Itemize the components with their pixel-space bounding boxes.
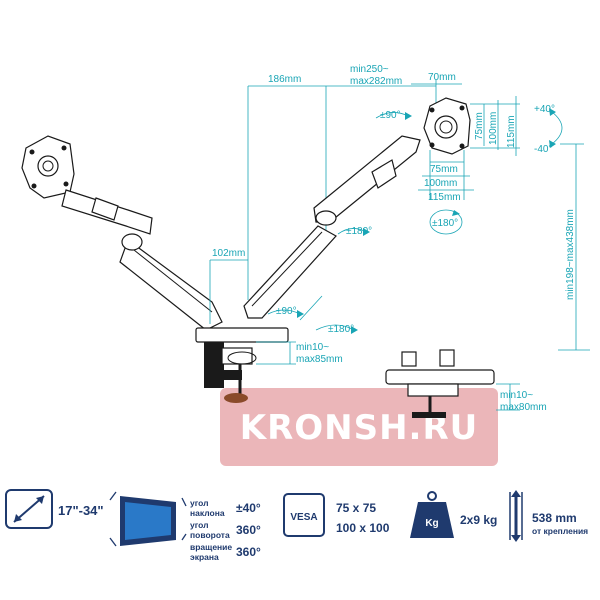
dim-100-vertical: 100mm bbox=[488, 112, 499, 145]
screen-size-value: 17"-34" bbox=[58, 503, 104, 518]
diagonal-arrow-icon bbox=[5, 489, 53, 529]
clamp2-min-label: min10~ bbox=[500, 390, 533, 401]
arm-left bbox=[21, 135, 223, 331]
rotate-label: вращение bbox=[190, 542, 232, 552]
rotate-180-low: ±180° bbox=[328, 324, 354, 335]
rotation-annotations: ±90° ±180° ±180° 102mm ±90° ±180° bbox=[209, 110, 463, 335]
tilt-indicator: +40° -40° bbox=[534, 104, 563, 155]
clamp2-max-label: max80mm bbox=[500, 402, 547, 413]
dim-102: 102mm bbox=[212, 248, 245, 259]
dim-75-vertical: 75mm bbox=[474, 112, 485, 140]
swivel-value: 360° bbox=[236, 523, 261, 537]
tilt-up-label: +40° bbox=[534, 104, 555, 115]
arm-right bbox=[243, 135, 421, 319]
dim-max282: max282mm bbox=[350, 76, 402, 87]
weight-value: 2x9 kg bbox=[460, 513, 497, 527]
watermark: KRONSH.RU bbox=[220, 388, 498, 466]
tilt-value: ±40° bbox=[236, 501, 261, 515]
vesa-value-1: 75 x 75 bbox=[336, 501, 376, 515]
dim-70: 70mm bbox=[428, 72, 456, 83]
dim-115-horizontal: 115mm bbox=[428, 192, 461, 203]
height-range-label: min198~max438mm bbox=[565, 209, 576, 300]
tilt-label-2: наклона bbox=[190, 508, 225, 518]
clamp1-max-label: max85mm bbox=[296, 354, 343, 365]
swivel-90-low: ±90° bbox=[276, 306, 297, 317]
clamp-assembly: min10~ max85mm bbox=[195, 327, 343, 403]
dim-75-horizontal: 75mm bbox=[430, 164, 458, 175]
tilt-down-label: -40° bbox=[534, 144, 552, 155]
rotate-180-mid: ±180° bbox=[346, 226, 372, 237]
vesa-plate-right: 75mm 100mm 115mm 75mm 100mm 115mm bbox=[418, 96, 520, 203]
rotate-label-2: экрана bbox=[190, 552, 219, 562]
weight-badge-text: Kg bbox=[425, 518, 438, 529]
swivel-label-2: поворота bbox=[190, 530, 230, 540]
dim-100-horizontal: 100mm bbox=[424, 178, 457, 189]
swivel-label: угол bbox=[190, 520, 209, 530]
dim-186: 186mm bbox=[268, 74, 301, 85]
dim-115-vertical: 115mm bbox=[506, 115, 517, 148]
clamp1-min-label: min10~ bbox=[296, 342, 329, 353]
extension-label: от крепления bbox=[532, 526, 588, 536]
height-dimension: min198~max438mm bbox=[558, 143, 590, 351]
vesa-value-2: 100 x 100 bbox=[336, 521, 390, 535]
wall-depth-icon bbox=[509, 490, 523, 542]
rotate-value: 360° bbox=[236, 545, 261, 559]
extension-value: 538 mm bbox=[532, 511, 577, 525]
monitor-icon bbox=[109, 491, 187, 547]
grommet-assembly: min10~ max80mm bbox=[385, 349, 547, 418]
weight-icon: Kg bbox=[410, 491, 454, 538]
swivel-90-top: ±90° bbox=[380, 110, 401, 121]
vesa-icon: VESA bbox=[283, 493, 325, 537]
tilt-label: угол bbox=[190, 498, 209, 508]
spec-strip: 17"-34" угол наклона ±40° угол поворота … bbox=[5, 489, 588, 562]
vesa-badge-text: VESA bbox=[290, 512, 317, 523]
dim-min250: min250~ bbox=[350, 64, 389, 75]
rotate-180-right: ±180° bbox=[432, 218, 458, 229]
